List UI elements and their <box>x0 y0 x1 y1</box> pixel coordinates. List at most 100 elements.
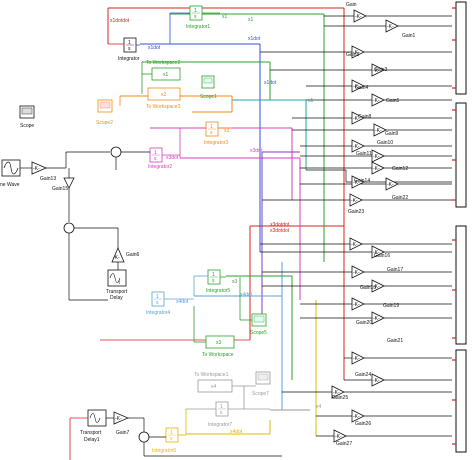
svg-text:-K-: -K- <box>353 144 360 150</box>
integrator5[interactable]: 1 s Integrator5 <box>206 269 230 294</box>
sine-wave-block[interactable]: ne Wave <box>0 159 21 188</box>
scope-main[interactable]: Scope <box>19 105 35 129</box>
sum-left[interactable] <box>63 222 75 234</box>
svg-text:-K-: -K- <box>387 24 394 30</box>
gain1-block[interactable] <box>385 19 399 33</box>
svg-text:Gain1: Gain1 <box>402 33 416 39</box>
svg-text:Integrator: Integrator <box>118 56 140 62</box>
label-x3dot: x3dot <box>250 148 263 154</box>
svg-text:s: s <box>212 278 215 284</box>
svg-text:-K-: -K- <box>353 116 360 122</box>
svg-text:1: 1 <box>212 272 215 278</box>
scope7[interactable]: Scope7 <box>252 371 271 397</box>
svg-text:-K-: -K- <box>373 166 380 172</box>
bus-block-1[interactable] <box>455 1 467 95</box>
integrator3[interactable]: 1 s Integrator3 <box>204 121 228 146</box>
gain-block[interactable] <box>353 9 367 23</box>
bus-block-3[interactable] <box>455 225 467 345</box>
svg-text:ne Wave: ne Wave <box>0 182 20 188</box>
label-x3dotdot-b: x3dotdot <box>270 228 290 234</box>
label-x3: x3 <box>224 128 230 134</box>
gain26-block[interactable] <box>351 409 365 423</box>
gain-k-labels: -K- -K- -K- -K- -K- -K- -K- -K- -K- -K- -K- -K… <box>333 14 394 440</box>
svg-text:-K-: -K- <box>375 128 382 134</box>
bus-block-2[interactable] <box>455 102 467 208</box>
gain7-block[interactable] <box>113 411 130 425</box>
svg-text:Gain12: Gain12 <box>392 166 408 172</box>
scope5[interactable]: Scope5 <box>250 313 267 336</box>
gain3-block[interactable] <box>371 63 385 77</box>
gain-fanout-wires <box>260 15 386 437</box>
svg-text:-K-: -K- <box>373 98 380 104</box>
gain24-block[interactable] <box>351 351 365 365</box>
gain-blocks-right <box>331 9 399 443</box>
gain11-block[interactable] <box>371 149 385 163</box>
scope2[interactable]: Scope2 <box>96 99 113 126</box>
gain12-block[interactable] <box>371 161 385 175</box>
bus-block-4[interactable] <box>455 349 467 453</box>
svg-text:1: 1 <box>194 8 197 14</box>
svg-text:1: 1 <box>154 150 157 156</box>
gain25-block[interactable] <box>371 373 385 387</box>
svg-text:Gain15: Gain15 <box>52 186 68 192</box>
gain10-block[interactable] <box>351 139 365 153</box>
gain20-block[interactable] <box>351 297 365 311</box>
gain4-block[interactable] <box>351 79 365 93</box>
gain16-block[interactable] <box>349 237 363 251</box>
gain2-block[interactable] <box>351 45 365 59</box>
svg-text:Scope1: Scope1 <box>200 94 217 100</box>
svg-text:Gain21: Gain21 <box>387 338 403 344</box>
svg-text:1: 1 <box>170 430 173 436</box>
gain9-block[interactable] <box>373 123 387 137</box>
to-workspace1-x4[interactable]: x4 To Workspace1 <box>194 372 233 393</box>
gain19-block[interactable] <box>371 279 385 293</box>
gain8-block[interactable] <box>351 111 365 125</box>
integrator1[interactable]: 1 s Integrator1 <box>186 5 210 30</box>
gain14-block[interactable] <box>351 175 365 189</box>
sum-bottom[interactable] <box>138 431 150 443</box>
svg-text:Scope2: Scope2 <box>96 120 113 126</box>
gain21-block[interactable] <box>371 311 385 325</box>
integrator4[interactable]: 1 s Integrator4 <box>146 291 170 316</box>
integrator-top[interactable]: 1 s Integrator <box>118 37 140 62</box>
gain27-block[interactable] <box>333 429 347 443</box>
bus-markers <box>452 7 456 445</box>
to-workspace2-x1[interactable]: x1 To Workspace2 <box>146 60 181 81</box>
to-workspace-x3[interactable]: x3 To Workspace <box>202 335 235 358</box>
gain18-block[interactable] <box>351 265 365 279</box>
svg-text:x1: x1 <box>163 72 169 78</box>
gain22-block[interactable] <box>385 177 399 191</box>
signal-labels: x1dotdot x1dot x1 x1 x1dot x1dot x1 x3 x… <box>110 14 322 435</box>
svg-text:-K-: -K- <box>373 68 380 74</box>
integrator6[interactable]: 1 s Integrator6 <box>152 427 179 454</box>
svg-text:To Workspace1: To Workspace1 <box>194 372 229 378</box>
svg-text:Gain8: Gain8 <box>358 114 372 120</box>
svg-text:Integrator5: Integrator5 <box>206 288 230 294</box>
label-x1-teal: x1 <box>308 98 314 104</box>
gain17-block[interactable] <box>371 245 385 259</box>
svg-text:Scope7: Scope7 <box>252 391 269 397</box>
gain26-alt-block[interactable] <box>331 385 345 399</box>
gain23-block[interactable] <box>349 193 363 207</box>
svg-text:To Workspace: To Workspace <box>202 352 234 358</box>
svg-text:s: s <box>156 300 159 306</box>
to-workspace3-x2[interactable]: x2 To Workspace3 <box>146 87 181 110</box>
svg-text:Integrator2: Integrator2 <box>148 164 172 170</box>
integrator7[interactable]: 1 s Integrator7 <box>208 401 232 428</box>
svg-text:-K-: -K- <box>333 390 340 396</box>
sum-mid[interactable] <box>110 146 122 158</box>
scope1[interactable]: Scope1 <box>200 75 217 100</box>
transport-delay-block[interactable]: ⌇ Transport Delay <box>106 269 128 301</box>
gain5-block[interactable] <box>371 93 385 107</box>
svg-text:Gain9: Gain9 <box>385 131 399 137</box>
svg-text:-K-: -K- <box>373 316 380 322</box>
svg-text:Integrator1: Integrator1 <box>186 24 210 30</box>
gain13-block[interactable] <box>31 161 48 175</box>
svg-text:-K-: -K- <box>373 378 380 384</box>
svg-text:-K-: -K- <box>353 50 360 56</box>
label-x1dot: x1dot <box>148 45 161 51</box>
transport-delay1-block[interactable]: Transport Delay1 <box>80 409 107 443</box>
svg-text:-K-: -K- <box>353 414 360 420</box>
